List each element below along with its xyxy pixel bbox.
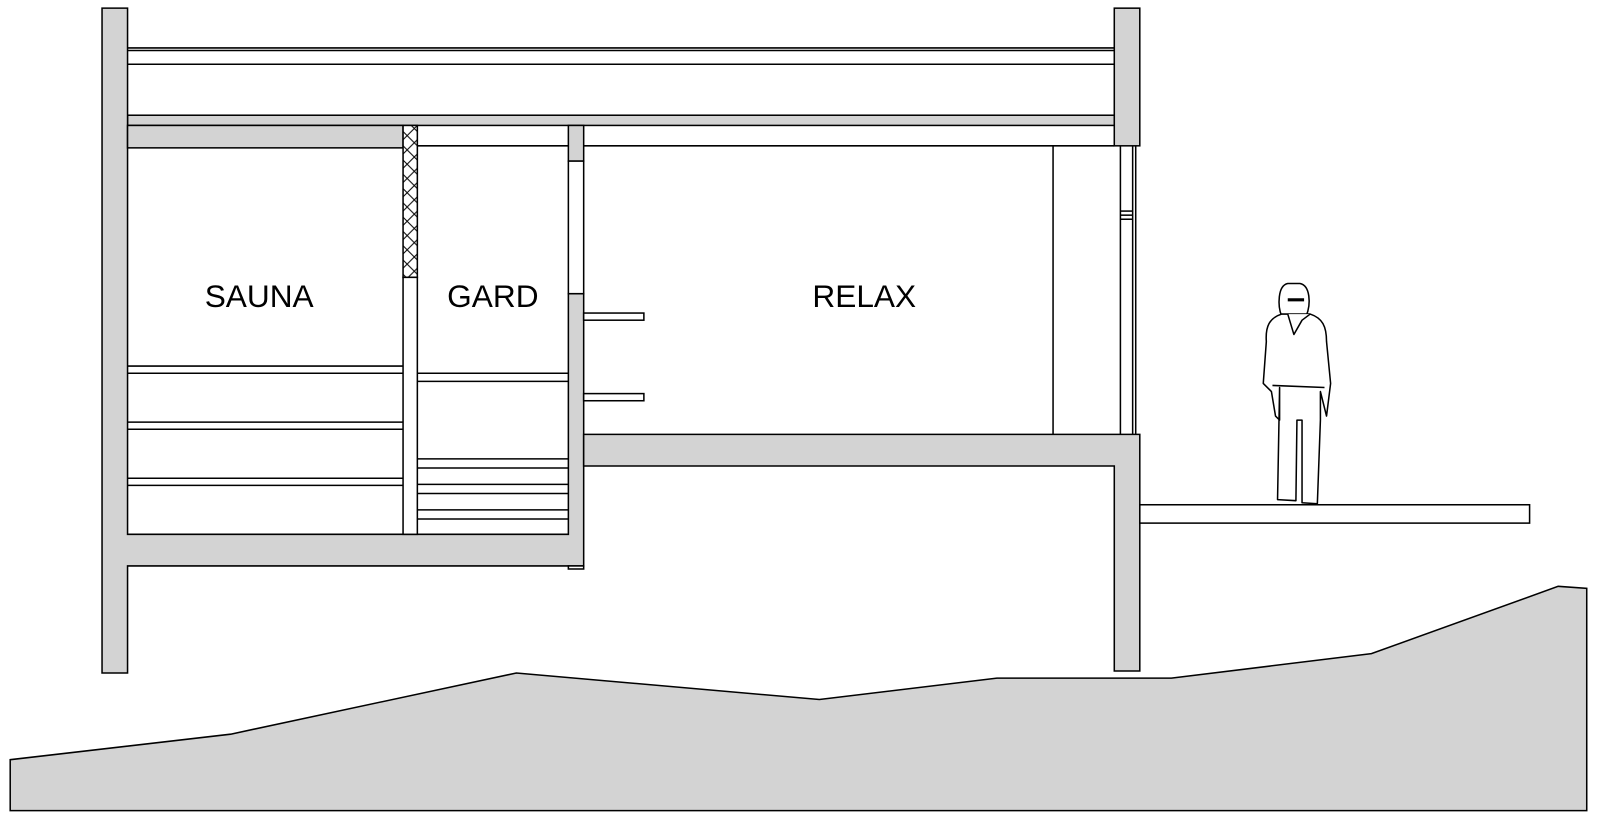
room-label-relax: RELAX xyxy=(812,278,916,314)
sauna-benches xyxy=(127,365,404,487)
sauna-ceiling xyxy=(126,124,404,149)
partition-wall xyxy=(402,276,419,536)
relax-shelf xyxy=(582,392,645,402)
relax-floor-slab xyxy=(582,433,1141,672)
relax-shelf xyxy=(582,312,645,321)
left-wall-and-basement-slab xyxy=(101,7,585,674)
slab-edge xyxy=(567,565,585,570)
gard-wall-top xyxy=(567,124,585,162)
gard-shelves xyxy=(417,372,569,520)
terrace-deck xyxy=(1139,503,1531,524)
insulated-partition xyxy=(402,124,419,279)
window-glazing xyxy=(1119,145,1137,435)
ground-terrain xyxy=(9,585,1588,812)
person-figure xyxy=(1262,282,1332,505)
room-label-sauna: SAUNA xyxy=(205,278,315,314)
right-upper-wall xyxy=(1113,7,1141,147)
room-label-gard: GARD xyxy=(447,278,538,314)
gard-wall-opening xyxy=(567,160,585,295)
